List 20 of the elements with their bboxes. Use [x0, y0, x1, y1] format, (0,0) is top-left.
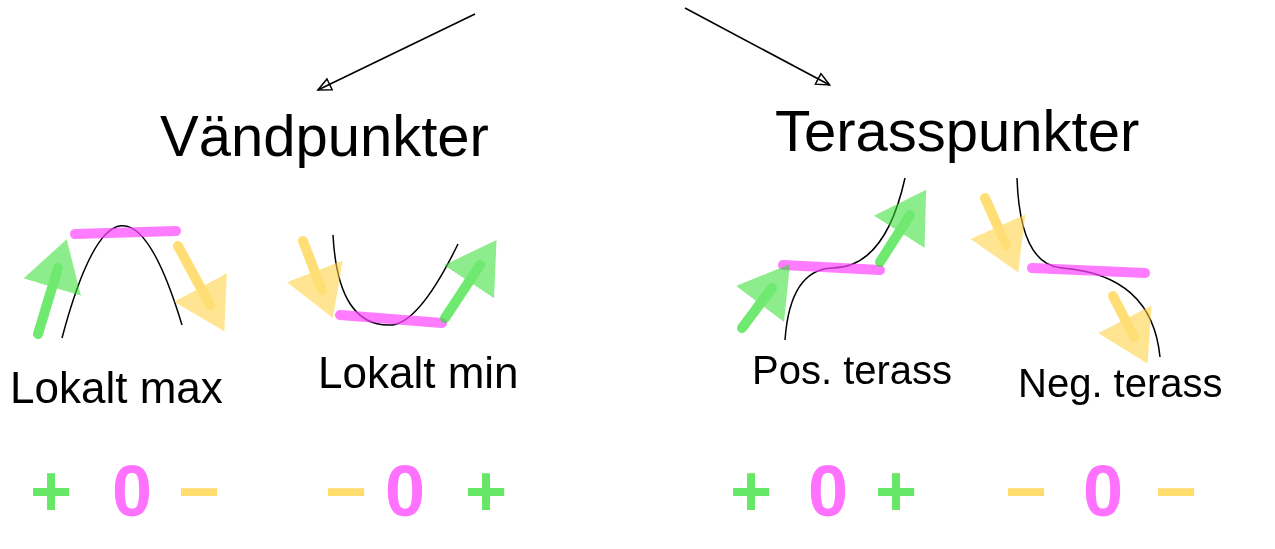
sign-symbol: 0: [385, 455, 426, 527]
sign-symbol: +: [30, 455, 73, 527]
handwritten-label: Terasspunkter: [775, 98, 1140, 163]
sign-symbol: 0: [1083, 455, 1124, 527]
sign-symbol: +: [465, 455, 508, 527]
sign-symbol: −: [1155, 455, 1198, 527]
sign-symbol: −: [325, 455, 368, 527]
sign-symbol: −: [178, 455, 221, 527]
arrow: [317, 13, 476, 91]
handwritten-label: Lokalt max: [10, 363, 223, 412]
handwritten-label: Vändpunkter: [160, 103, 489, 168]
sign-symbol: +: [875, 455, 918, 527]
handwritten-label: Lokalt min: [318, 348, 519, 397]
handwritten-label: Neg. terass: [1018, 361, 1223, 405]
sign-symbol: −: [1005, 455, 1048, 527]
arrow: [684, 7, 831, 86]
sign-symbol: 0: [808, 455, 849, 527]
sign-symbol: +: [730, 455, 773, 527]
sign-symbol: 0: [112, 455, 153, 527]
handwritten-label: Pos. terass: [752, 348, 953, 392]
